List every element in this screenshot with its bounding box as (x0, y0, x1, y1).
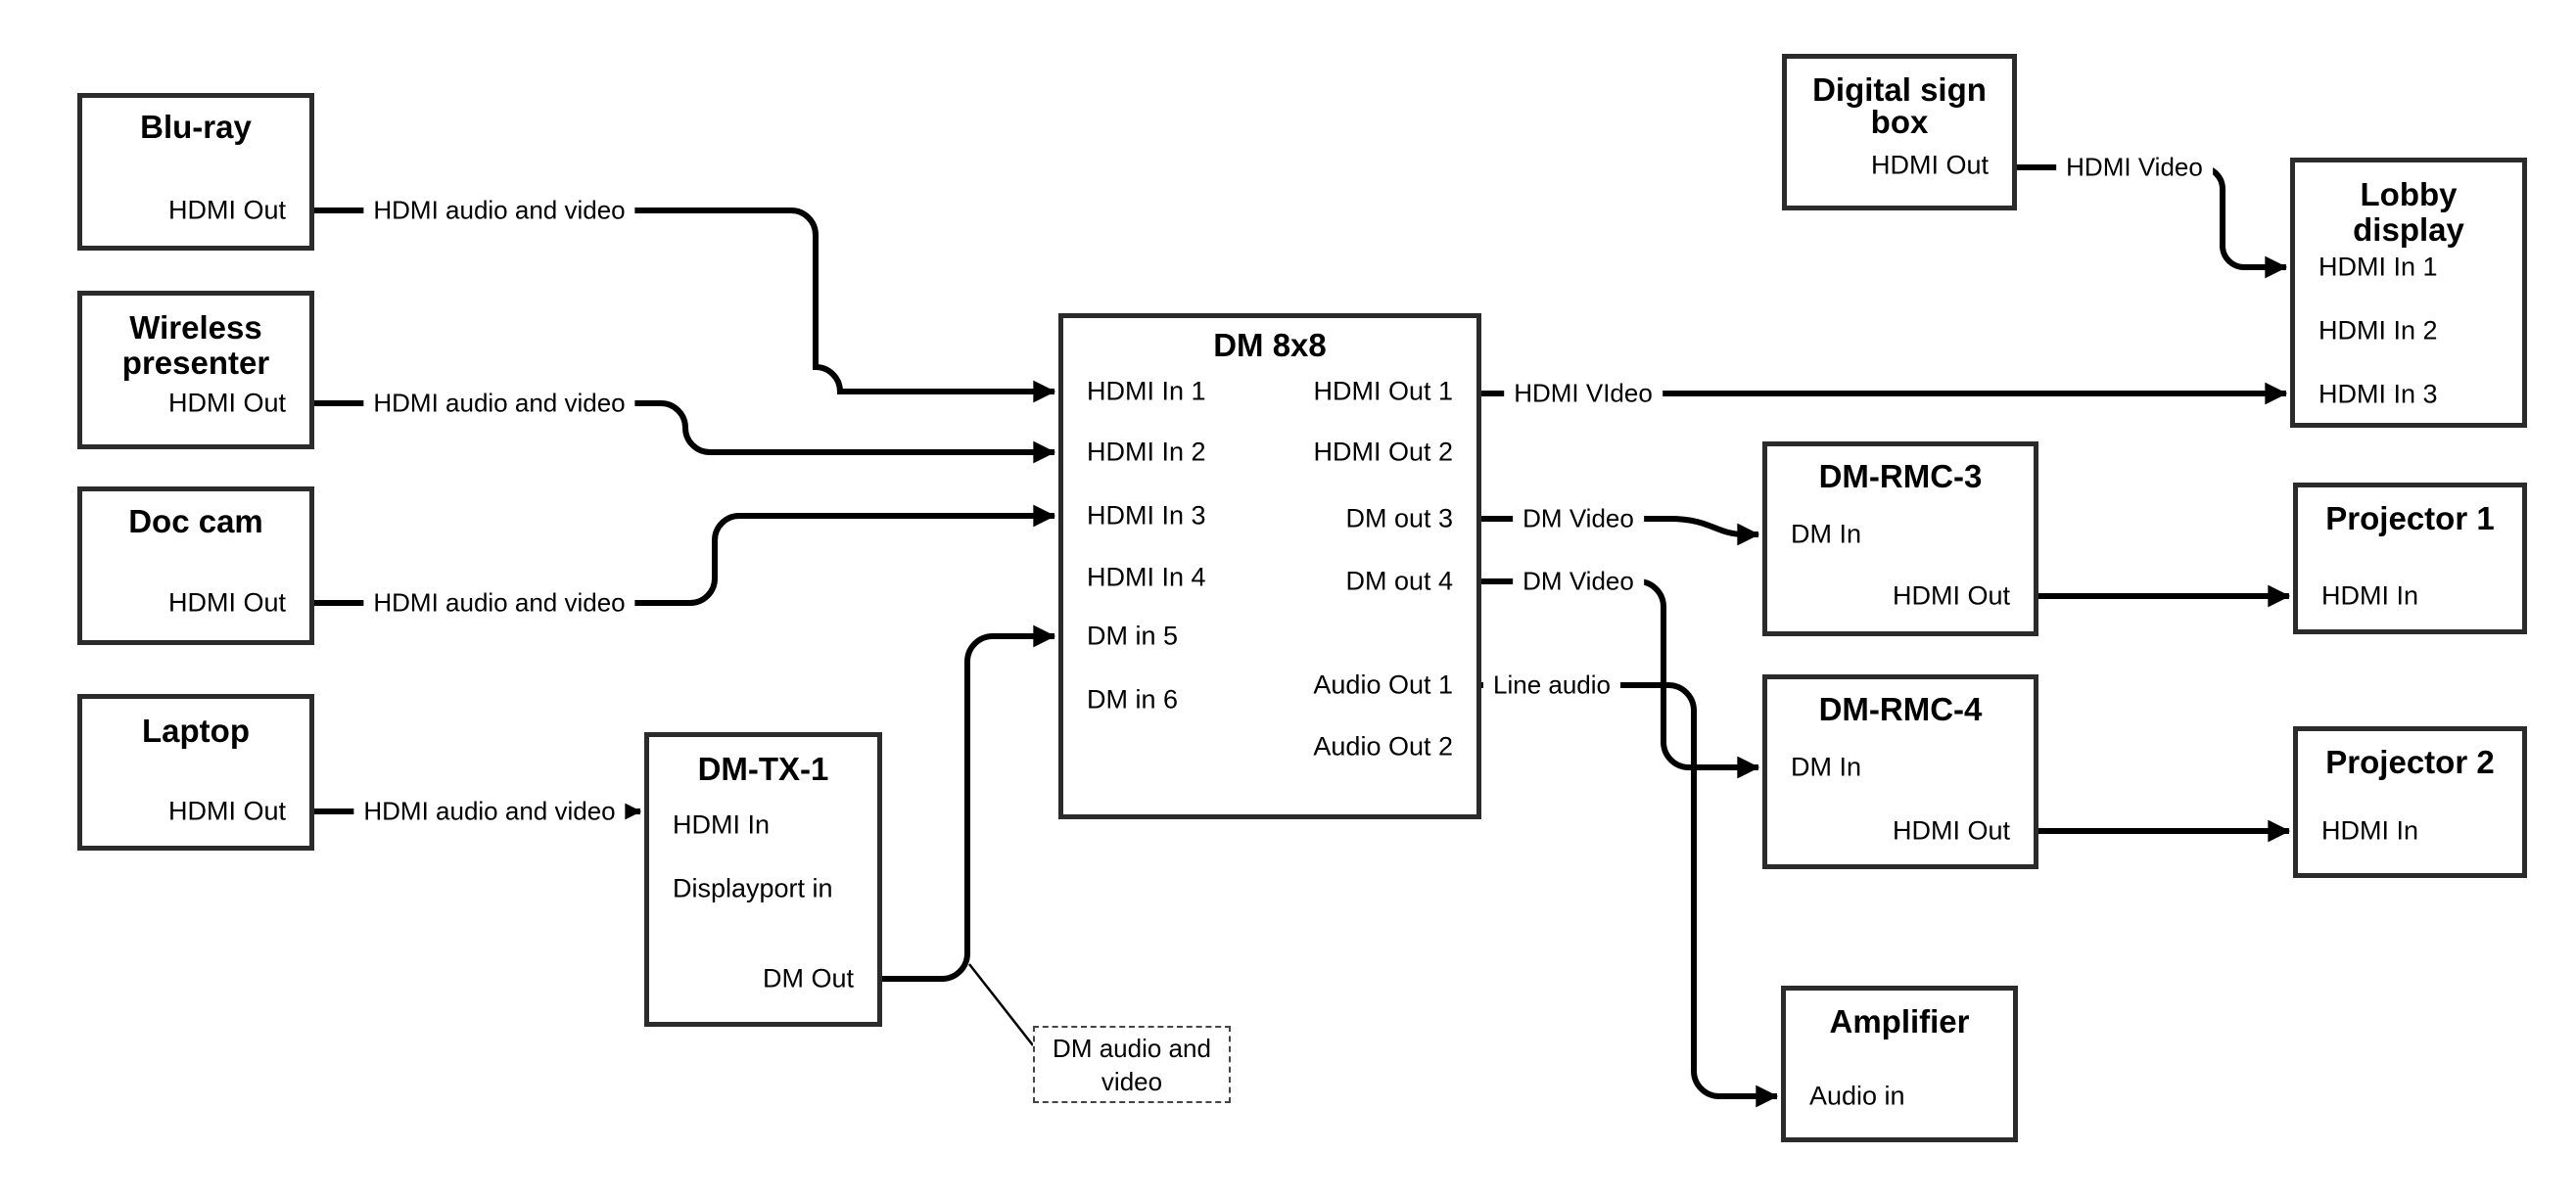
port-label-dm-rmc-4-hdmi-out: HDMI Out (1892, 815, 2010, 846)
connection-label: HDMI audio and video (363, 195, 635, 226)
connection-line-bluray-to-dm8x8-in1 (314, 208, 1056, 403)
port-label-dm-8x8-audio-out-1: Audio Out 1 (1313, 670, 1453, 700)
port-label-projector-1-hdmi-in: HDMI In (2321, 580, 2419, 611)
note-leader-line (968, 963, 1034, 1046)
port-label-dm-8x8-hdmi-in-1: HDMI In 1 (1087, 376, 1206, 406)
port-label-laptop-hdmi-out: HDMI Out (167, 796, 286, 826)
device-title: DM-RMC-3 (1818, 458, 1983, 494)
connection-line-doccam-to-dm8x8-in3 (314, 504, 1056, 606)
connection-line-dm8x8-out3-to-rmc3 (1481, 516, 1760, 546)
connection-label: DM Video (1513, 503, 1644, 534)
connection-label: HDMI audio and video (363, 587, 635, 619)
port-label-dm-rmc-3-dm-in: DM In (1791, 519, 1862, 549)
device-title: presenter (121, 345, 270, 381)
connection-label: HDMI audio and video (363, 388, 635, 419)
port-label-lobby-display-hdmi-in-3: HDMI In 3 (2318, 379, 2438, 409)
port-label-digital-sign-box-hdmi-out: HDMI Out (1870, 150, 1989, 180)
device-title: DM 8x8 (1213, 327, 1327, 363)
port-label-dm-8x8-hdmi-in-4: HDMI In 4 (1087, 562, 1206, 592)
port-label-dm-8x8-audio-out-2: Audio Out 2 (1313, 731, 1453, 762)
device-title: Amplifier (1829, 1003, 1970, 1039)
port-label-amplifier-audio-in: Audio in (1809, 1081, 1905, 1111)
port-label-dm-rmc-3-hdmi-out: HDMI Out (1892, 580, 2010, 611)
port-label-projector-2-hdmi-in: HDMI In (2321, 815, 2419, 846)
connection-line-dm8x8-audio1-to-amp (1481, 682, 1779, 1108)
device-title: Digital sign (1812, 71, 1987, 108)
connection-label: HDMI VIdeo (1504, 378, 1663, 409)
port-label-dm-8x8-hdmi-in-3: HDMI In 3 (1087, 500, 1206, 531)
port-label-dm-8x8-dm-in-6: DM in 6 (1087, 684, 1179, 715)
device-title: DM-RMC-4 (1818, 691, 1983, 727)
device-title: Wireless (129, 309, 262, 346)
connection-line-wireless-to-dm8x8-in2 (314, 400, 1056, 464)
connection-label: Line audio (1483, 670, 1620, 701)
port-label-wireless-presenter-hdmi-out: HDMI Out (167, 388, 286, 418)
port-label-dm-8x8-dm-in-5: DM in 5 (1087, 621, 1179, 651)
port-label-dm-tx-1-displayport-in: Displayport in (673, 873, 833, 903)
device-title: Lobby (2360, 176, 2458, 212)
device-title: DM-TX-1 (697, 751, 829, 787)
device-title: Doc cam (128, 503, 263, 539)
device-title: display (2353, 211, 2464, 248)
device-title: box (1870, 104, 1929, 140)
port-label-doc-cam-hdmi-out: HDMI Out (167, 587, 286, 618)
port-label-dm-rmc-4-dm-in: DM In (1791, 752, 1862, 782)
connection-label: DM Video (1513, 566, 1644, 597)
device-box-projector-2: Projector 2 HDMI In (2293, 726, 2527, 878)
port-label-dm-tx-1-dm-out: DM Out (762, 963, 854, 993)
device-box-dm-rmc-4: DM-RMC-4 DM In HDMI Out (1762, 674, 2038, 869)
port-label-dm-8x8-hdmi-in-2: HDMI In 2 (1087, 437, 1206, 467)
note-text: DM audio and (1053, 1033, 1211, 1063)
connection-line-dmtx1-to-dm8x8-in5 (882, 624, 1056, 982)
port-label-lobby-display-hdmi-in-2: HDMI In 2 (2318, 315, 2438, 346)
port-label-lobby-display-hdmi-in-1: HDMI In 1 (2318, 252, 2438, 282)
port-label-dm-8x8-dm-out-4: DM out 4 (1345, 566, 1453, 596)
port-label-dm-8x8-hdmi-out-2: HDMI Out 2 (1313, 437, 1453, 467)
port-label-dm-tx-1-hdmi-in: HDMI In (673, 809, 771, 840)
device-title: Blu-ray (140, 109, 252, 145)
port-label-bluray-hdmi-out: HDMI Out (167, 195, 286, 225)
connection-label: HDMI audio and video (353, 796, 626, 827)
device-title: Projector 1 (2325, 500, 2495, 536)
device-box-dm-rmc-3: DM-RMC-3 DM In HDMI Out (1762, 441, 2038, 636)
connection-label: HDMI Video (2056, 152, 2213, 183)
device-box-projector-1: Projector 1 HDMI In (2293, 483, 2527, 634)
port-label-dm-8x8-dm-out-3: DM out 3 (1345, 503, 1453, 533)
device-title: Laptop (142, 713, 250, 749)
connection-line-dm8x8-out4-to-rmc4 (1481, 578, 1760, 779)
port-label-dm-8x8-hdmi-out-1: HDMI Out 1 (1313, 376, 1453, 406)
note-text: video (1101, 1066, 1163, 1096)
device-title: Projector 2 (2325, 744, 2495, 780)
